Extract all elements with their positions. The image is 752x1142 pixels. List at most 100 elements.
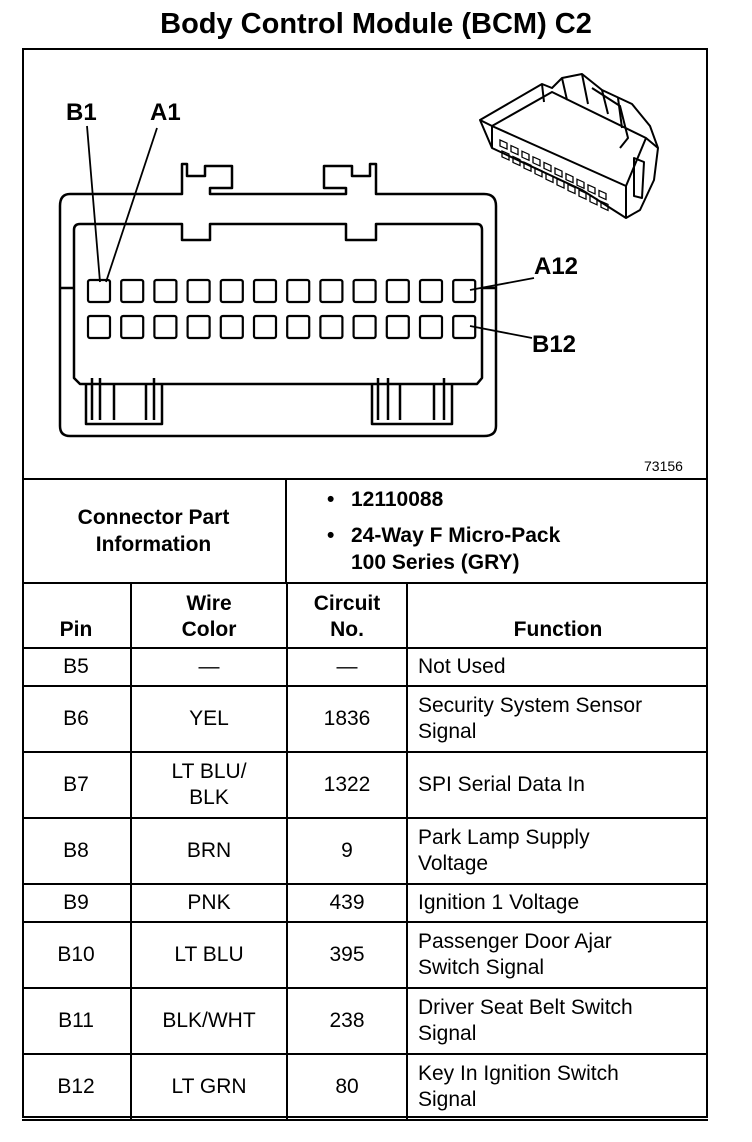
pin-cavity bbox=[286, 314, 311, 340]
circuit-no-cell: 1322 bbox=[286, 751, 408, 819]
iso-pin-cavity bbox=[510, 144, 519, 156]
pin-cavity bbox=[219, 314, 244, 340]
connector-series: 100 Series (GRY) bbox=[351, 551, 520, 574]
function-line2: Switch Signal bbox=[418, 956, 545, 979]
pin-cavity bbox=[120, 278, 145, 304]
table-row: B5——Not Used bbox=[22, 647, 708, 687]
pin-cavity bbox=[352, 278, 377, 304]
circuit-no-cell: 1836 bbox=[286, 685, 408, 753]
header-circuit-no: Circuit No. bbox=[286, 584, 408, 649]
iso-pin-cavity bbox=[521, 150, 530, 162]
pin-cell: B6 bbox=[22, 685, 132, 753]
function-line1: Ignition 1 Voltage bbox=[418, 891, 580, 914]
circuit-no-cell: 395 bbox=[286, 921, 408, 989]
connector-info-heading-line1: Connector Part bbox=[77, 506, 230, 529]
iso-pin-cavity bbox=[523, 161, 532, 173]
pin-cell: B12 bbox=[22, 1053, 132, 1121]
pin-label-a1: A1 bbox=[150, 99, 181, 126]
function-line2: Signal bbox=[418, 720, 477, 743]
function-line1: Passenger Door Ajar bbox=[418, 930, 612, 953]
wire-color-line1: PNK bbox=[187, 891, 231, 914]
pin-label-a12: A12 bbox=[534, 253, 579, 280]
header-circuit-line2: No. bbox=[330, 618, 364, 641]
pin-cavity bbox=[120, 314, 145, 340]
wire-color-cell: YEL bbox=[130, 685, 288, 753]
iso-pin-cavity bbox=[578, 189, 587, 201]
wire-color-line1: LT BLU bbox=[174, 943, 244, 966]
pin-cell: B7 bbox=[22, 751, 132, 819]
iso-pin-cavity bbox=[587, 183, 596, 195]
iso-pin-cavity bbox=[501, 149, 510, 161]
circuit-no-cell: 439 bbox=[286, 883, 408, 923]
pin-cavity bbox=[252, 314, 278, 340]
iso-pin-cavity bbox=[567, 183, 576, 195]
connector-3d-illustration bbox=[479, 73, 659, 219]
pin-cell: B11 bbox=[22, 987, 132, 1055]
function-line1: Security System Sensor bbox=[418, 694, 643, 717]
connector-diagram: B1 A1 A12 B12 73156 bbox=[22, 48, 708, 480]
pin-cavity bbox=[252, 278, 278, 304]
function-line1: SPI Serial Data In bbox=[418, 773, 585, 796]
wire-color-cell: BRN bbox=[130, 817, 288, 885]
iso-pin-cavity bbox=[534, 166, 543, 178]
pin-label-b1: B1 bbox=[66, 99, 97, 126]
circuit-no-cell: 80 bbox=[286, 1053, 408, 1121]
pin-cavity bbox=[186, 314, 211, 340]
function-line2: Voltage bbox=[418, 852, 489, 875]
header-circuit-line1: Circuit bbox=[313, 592, 381, 615]
pin-cavity bbox=[319, 314, 344, 340]
bullet: • bbox=[327, 488, 335, 511]
table-header-row: Pin Wire Color Circuit No. Function bbox=[22, 584, 708, 649]
wire-color-line1: BLK/WHT bbox=[162, 1009, 256, 1032]
circuit-no-cell: 238 bbox=[286, 987, 408, 1055]
pinout-table: Pin Wire Color Circuit No. Function B5——… bbox=[22, 584, 708, 1121]
pin-cavity bbox=[352, 314, 377, 340]
connector-info-heading: Connector Part Information bbox=[22, 480, 287, 582]
wire-color-cell: LT BLU/BLK bbox=[130, 751, 288, 819]
wire-color-cell: — bbox=[130, 647, 288, 687]
pin-cell: B8 bbox=[22, 817, 132, 885]
pin-cavity bbox=[452, 278, 477, 304]
function-cell: Ignition 1 Voltage bbox=[406, 883, 708, 923]
connector-type: 24-Way F Micro-Pack bbox=[351, 524, 561, 547]
bullet: • bbox=[327, 524, 335, 547]
pin-cavity bbox=[153, 314, 178, 340]
wire-color-line2: BLK bbox=[189, 786, 229, 809]
header-wire-color-line1: Wire bbox=[186, 592, 232, 615]
pin-cavity bbox=[385, 278, 410, 304]
pin-cavity bbox=[418, 278, 444, 304]
pin-cavity bbox=[286, 278, 311, 304]
connector-info-heading-line2: Information bbox=[95, 533, 212, 556]
iso-pin-cavity bbox=[543, 161, 552, 173]
header-pin: Pin bbox=[22, 584, 132, 649]
pin-cavity bbox=[319, 278, 344, 304]
pin-cell: B9 bbox=[22, 883, 132, 923]
wire-color-cell: LT GRN bbox=[130, 1053, 288, 1121]
function-line1: Driver Seat Belt Switch bbox=[418, 996, 633, 1019]
circuit-no-cell: 9 bbox=[286, 817, 408, 885]
iso-pin-cavity bbox=[600, 200, 609, 212]
function-line1: Not Used bbox=[418, 655, 506, 678]
header-function: Function bbox=[406, 584, 708, 649]
wire-color-line1: YEL bbox=[189, 707, 229, 730]
connector-info-details: • 12110088 • 24-Way F Micro-Pack 100 Ser… bbox=[287, 480, 708, 582]
wire-color-line1: BRN bbox=[186, 839, 232, 862]
pin-label-b12: B12 bbox=[532, 331, 577, 358]
wire-color-line1: LT GRN bbox=[171, 1075, 247, 1098]
wire-color-cell: PNK bbox=[130, 883, 288, 923]
iso-pin-cavity bbox=[499, 139, 508, 151]
pin-cavity bbox=[86, 314, 112, 340]
function-line1: Key In Ignition Switch bbox=[418, 1062, 619, 1085]
pin-cavity bbox=[153, 278, 178, 304]
a12-leader-line bbox=[469, 277, 535, 291]
wire-color-cell: LT BLU bbox=[130, 921, 288, 989]
pin-cavity bbox=[186, 278, 211, 304]
iso-pin-cavity bbox=[576, 178, 585, 190]
function-cell: Not Used bbox=[406, 647, 708, 687]
